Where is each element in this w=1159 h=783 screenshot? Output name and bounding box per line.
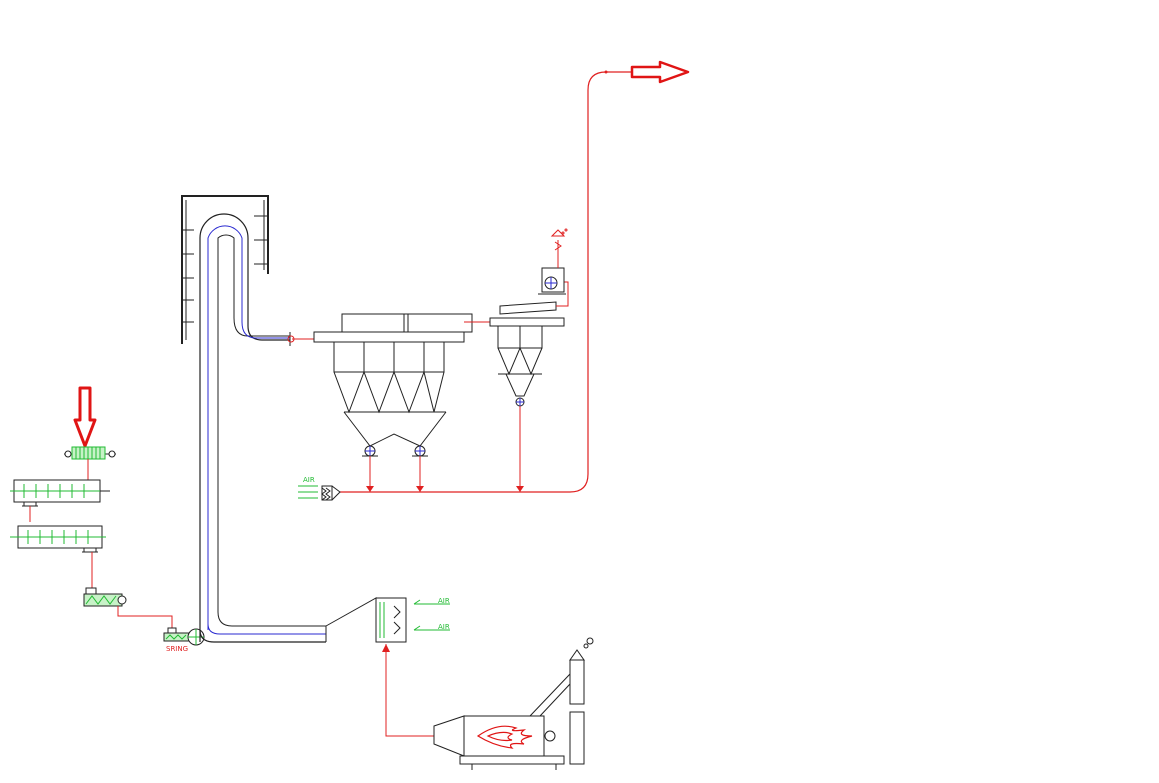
air-label-heater-2: AIR <box>438 623 450 631</box>
support-frame <box>181 195 269 344</box>
mixer-2 <box>10 525 106 553</box>
air-return-line <box>340 70 632 493</box>
air-heater <box>325 597 407 643</box>
flash-dryer-duct <box>199 213 326 643</box>
fan-icon <box>538 267 566 295</box>
transfer-screw <box>83 587 127 607</box>
air-intake-filter <box>298 485 341 501</box>
fan-exhaust-stack <box>550 228 568 268</box>
air-label-top: AIR <box>303 476 315 484</box>
air-label-heater-1: AIR <box>438 597 450 605</box>
furnace <box>433 637 594 770</box>
rotary-valve-icon <box>515 397 525 407</box>
feed-screw-label: SRING <box>166 645 188 653</box>
cyclone <box>489 301 565 397</box>
bag-filter <box>313 313 473 447</box>
air-inlet-arrows <box>413 599 450 631</box>
rotary-valve-icon <box>362 445 378 457</box>
exhaust-arrow-icon <box>630 60 690 84</box>
flame-icon <box>476 725 533 749</box>
feed-arrow-icon <box>73 386 97 448</box>
feed-screw <box>163 627 191 642</box>
feed-screw-hopper <box>64 446 116 460</box>
mixer-1 <box>10 479 110 507</box>
rotary-valve-icon <box>412 445 428 457</box>
